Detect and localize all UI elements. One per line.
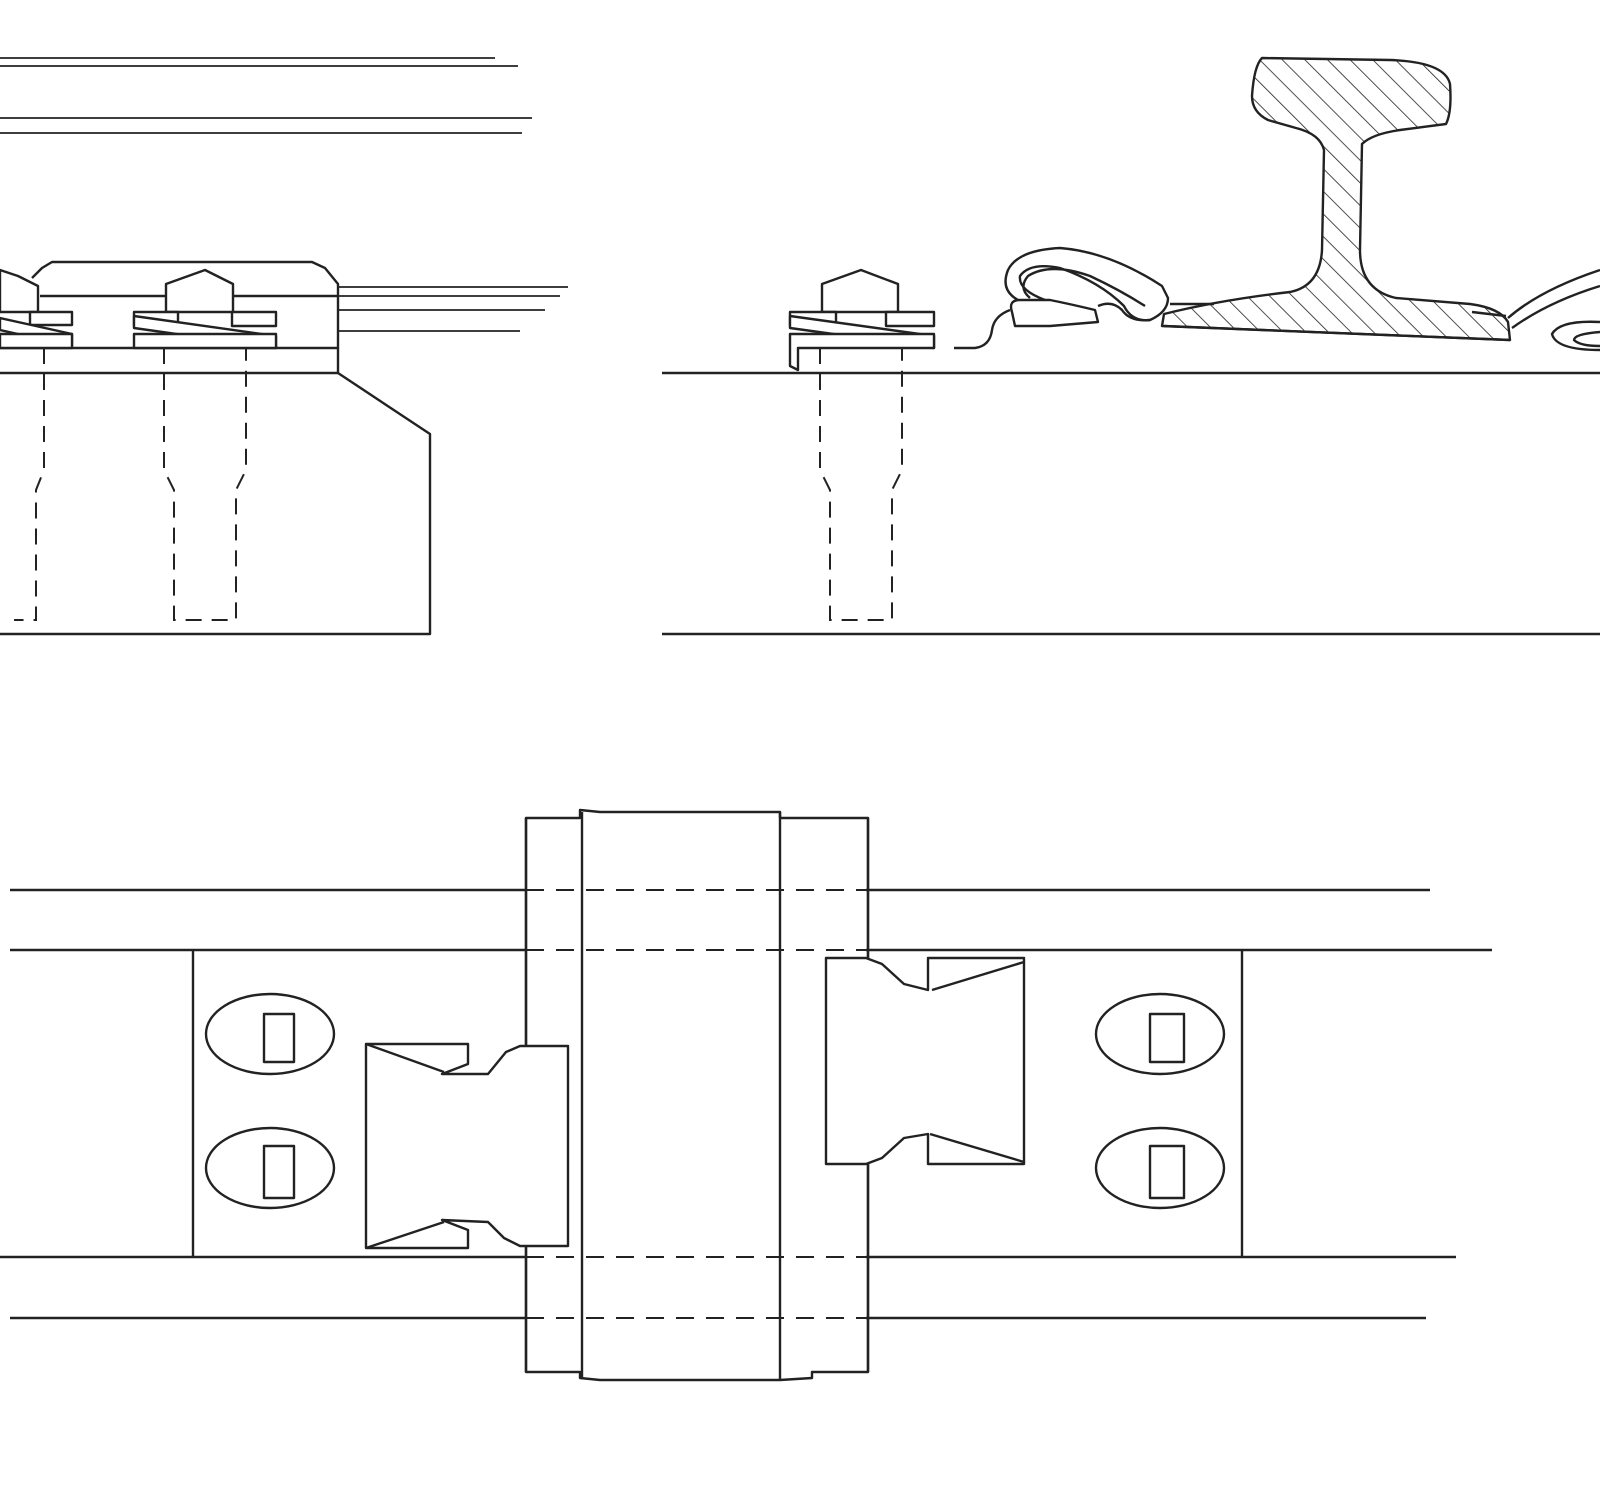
bolt-hole-left-bottom	[204, 1126, 336, 1210]
plan-clip-left	[364, 1042, 570, 1250]
bolt-hole-left-top	[204, 992, 336, 1076]
cross-section-view	[662, 56, 1600, 636]
sleeper-end-block	[0, 260, 432, 636]
rail-lines-top	[0, 57, 532, 134]
plan-rail-lines	[0, 888, 1492, 1320]
spring-clip-left	[954, 246, 1170, 350]
bolt-middle	[132, 268, 278, 621]
plan-clip-right	[824, 956, 1026, 1166]
rail-profile-section	[1160, 56, 1512, 342]
bolt-cross-section	[788, 268, 936, 621]
plan-sleeper-block	[524, 808, 870, 1382]
spring-clip-right	[1507, 268, 1600, 352]
bolt-left-partial	[0, 268, 74, 621]
plan-view	[0, 808, 1492, 1382]
bolt-hole-right-bottom	[1094, 1126, 1226, 1210]
bolt-hole-right-top	[1094, 992, 1226, 1076]
side-elevation-view	[0, 57, 568, 636]
rail-foot-lines	[338, 286, 568, 332]
